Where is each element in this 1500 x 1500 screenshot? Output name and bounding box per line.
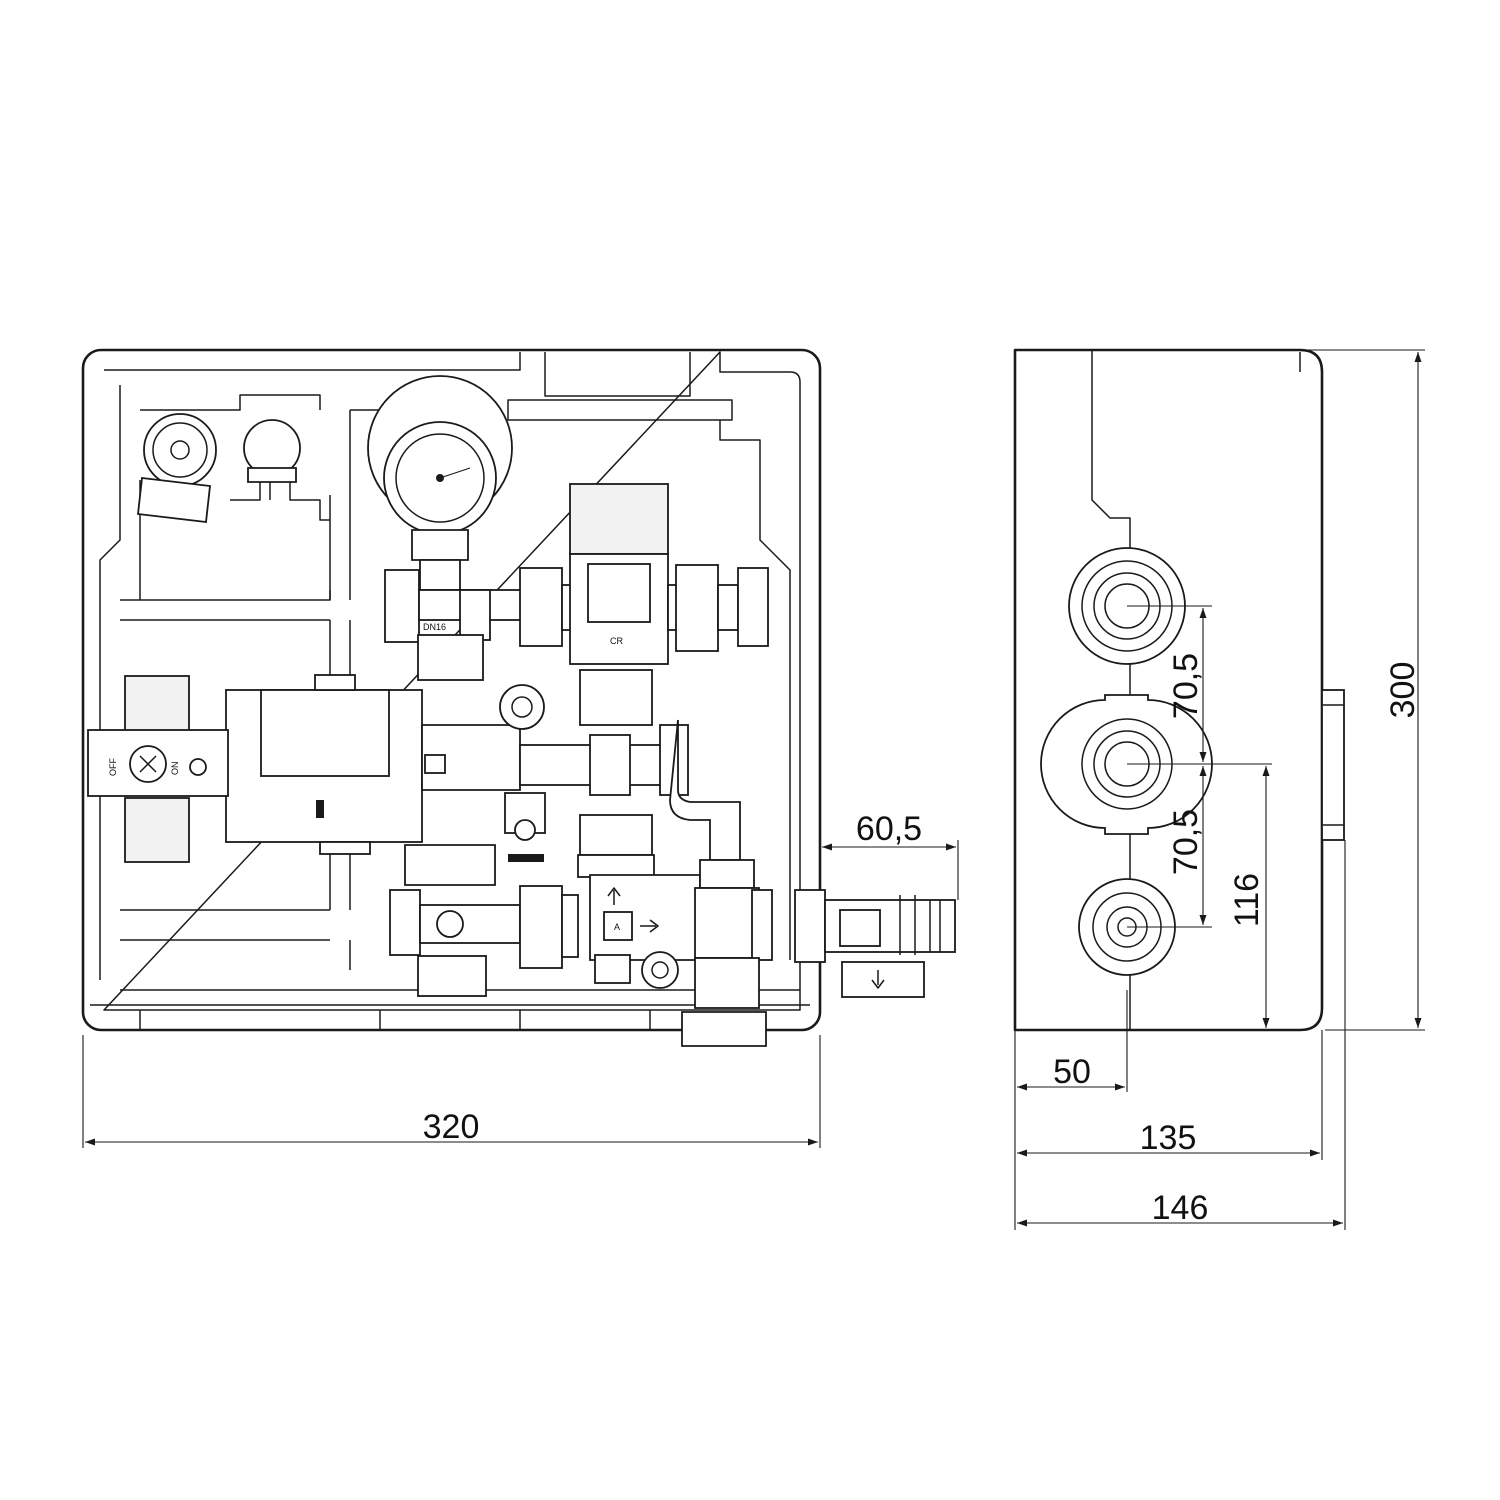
dim-spacing-lower: 70,5 (1167, 809, 1205, 875)
dim-depth-50: 50 (1053, 1053, 1091, 1091)
upper-pipe-run: DN16 CR (384, 483, 769, 665)
dim-depth-135: 135 (1140, 1119, 1197, 1157)
dim-height-116: 116 (1228, 873, 1266, 927)
dim-spacing-upper: 70,5 (1167, 653, 1205, 719)
dim-depth-146: 146 (1152, 1189, 1209, 1227)
dim-outlet-60-5: 60,5 (856, 810, 922, 848)
dim-height-300: 300 (1384, 662, 1422, 719)
left-ball-valve: OFF ON (87, 675, 229, 863)
pipe-size-label: DN16 (423, 622, 446, 632)
air-vent-gauge (137, 413, 217, 523)
dim-width-320: 320 (423, 1108, 480, 1146)
lower-pipe-run: A (389, 844, 773, 1047)
flow-marker: A (614, 922, 620, 932)
thermometer (367, 375, 513, 591)
outlet-connection (794, 889, 956, 998)
side-dimensions: 70,5 70,5 116 300 50 135 146 (1014, 349, 1425, 1230)
side-housing (1013, 348, 1345, 1032)
expansion-connector (243, 419, 301, 483)
front-dimensions: 320 60,5 (82, 810, 959, 1148)
valve-on-label: ON (170, 762, 180, 776)
circulation-pump (225, 674, 521, 855)
front-view: DN16 CR (81, 348, 959, 1148)
brand-mark: CR (610, 636, 623, 646)
side-view: 70,5 70,5 116 300 50 135 146 (1013, 348, 1425, 1230)
valve-off-label: OFF (108, 758, 118, 776)
